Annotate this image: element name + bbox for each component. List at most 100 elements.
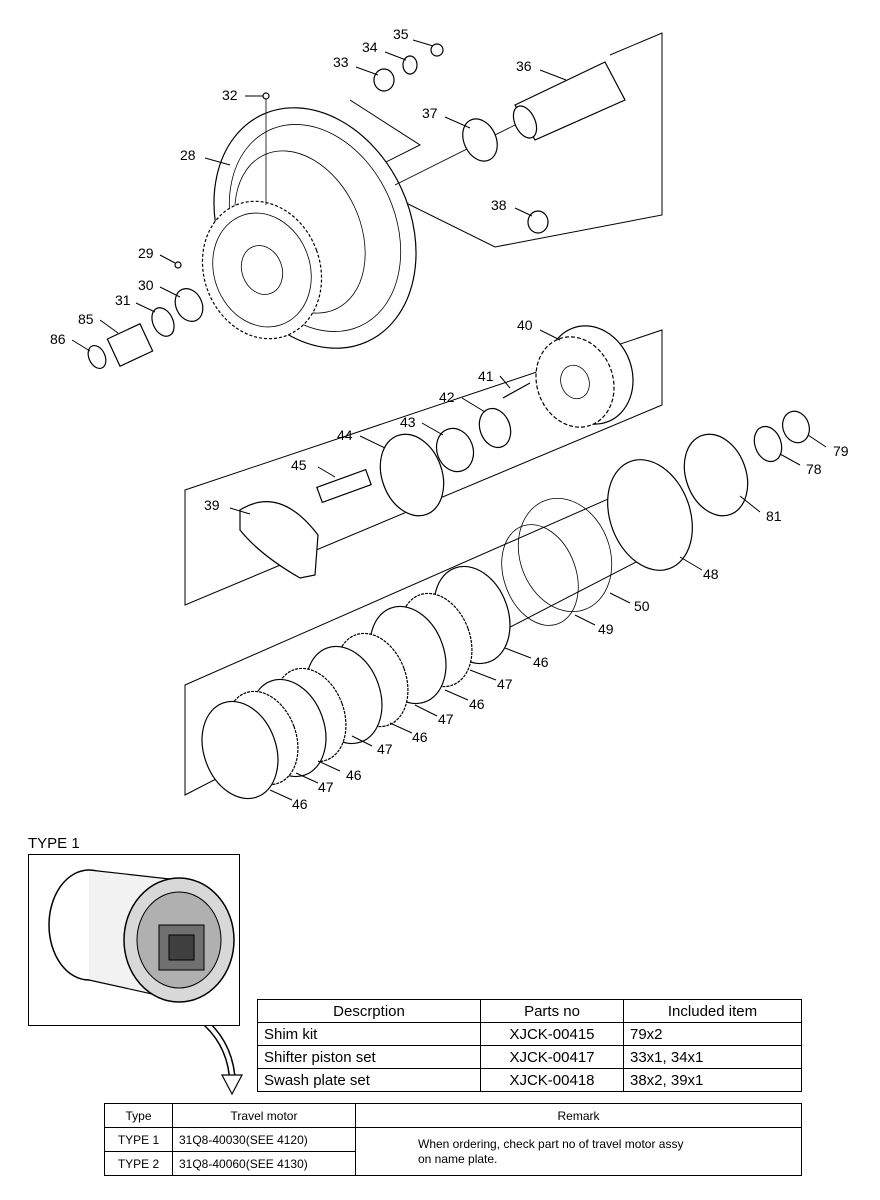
bearing-37 [462,118,498,162]
callout-43: 43 [400,414,416,430]
callout-33: 33 [333,54,349,70]
bushing-43 [435,427,475,473]
callout-37: 37 [422,105,438,121]
travel-motor-part: 31Q8-40030(SEE 4120) [172,1127,356,1152]
callout-47: 47 [497,676,513,692]
type-table-header: Type Travel motor Remark [104,1103,802,1128]
piston-33 [373,68,395,92]
callout-35: 35 [393,26,409,42]
type-name: TYPE 2 [104,1151,173,1176]
header-type: Type [104,1103,173,1128]
callout-79: 79 [833,443,849,459]
header-remark: Remark [355,1103,802,1128]
plate-81 [683,433,749,517]
travel-motor-photo [28,854,240,1026]
kit-parts-no: XJCK-00415 [480,1022,624,1046]
spring-41 [502,382,531,399]
remark-cell: When ordering, check part no of travel m… [355,1127,802,1176]
callout-78: 78 [806,461,822,477]
callout-38: 38 [491,197,507,213]
callout-47: 47 [377,741,393,757]
plate-44 [379,433,445,517]
ring-gear [201,200,323,340]
callout-41: 41 [478,368,494,384]
callout-46: 46 [346,767,362,783]
shaft-frame [389,32,663,248]
piston-45 [316,468,372,504]
table-row: TYPE 2 31Q8-40060(SEE 4130) [104,1151,802,1176]
kit-included-item: 79x2 [623,1022,802,1046]
bushing-85 [106,323,154,367]
snap-ring-31 [151,307,175,337]
middle-assembly-frame [184,329,663,606]
callout-81: 81 [766,508,782,524]
callout-39: 39 [204,497,220,513]
swash-plate-39 [239,501,319,579]
cylinder-block [535,325,634,428]
type-label: TYPE 1 [28,835,80,852]
friction-plate-stack [201,565,511,800]
callout-34: 34 [362,39,378,55]
o-ring-34 [402,55,418,75]
callout-30: 30 [138,277,154,293]
ring-42 [478,407,512,449]
callout-46: 46 [412,729,428,745]
bearing-78 [753,425,783,463]
table-row: Shifter piston set XJCK-00417 33x1, 34x1 [257,1045,802,1069]
callout-31: 31 [115,292,131,308]
kit-description: Swash plate set [257,1068,481,1092]
callout-47: 47 [318,779,334,795]
remark-line-2: on name plate. [418,1151,498,1166]
kit-description: Shim kit [257,1022,481,1046]
plug-35 [430,43,444,57]
leader-lines [71,39,827,801]
table-row: Swash plate set XJCK-00418 38x2, 39x1 [257,1068,802,1092]
kit-table: Descrption Parts no Included item Shim k… [257,999,802,1092]
kit-description: Shifter piston set [257,1045,481,1069]
pin-29 [174,261,182,269]
ring-79 [782,410,810,444]
kit-included-item: 38x2, 39x1 [623,1068,802,1092]
header-travel-motor: Travel motor [172,1103,356,1128]
remark-line-1: When ordering, check part no of travel m… [418,1136,684,1151]
travel-motor-part: 31Q8-40060(SEE 4130) [172,1151,356,1176]
callout-44: 44 [337,427,353,443]
callout-40: 40 [517,317,533,333]
kit-included-item: 33x1, 34x1 [623,1045,802,1069]
kit-table-header: Descrption Parts no Included item [257,999,802,1023]
callout-32: 32 [222,87,238,103]
callout-46: 46 [292,796,308,812]
table-row: Shim kit XJCK-00415 79x2 [257,1022,802,1046]
header-parts-no: Parts no [480,999,624,1023]
piston-48 [607,459,693,571]
header-included-item: Included item [623,999,802,1023]
drive-shaft [394,61,626,186]
header-description: Descrption [257,999,481,1023]
ring-50 [517,497,613,613]
kit-parts-no: XJCK-00418 [480,1068,624,1092]
kit-parts-no: XJCK-00417 [480,1045,624,1069]
callout-86: 86 [50,331,66,347]
type-table: Type Travel motor Remark TYPE 1 31Q8-400… [104,1103,802,1176]
callout-47: 47 [438,711,454,727]
callout-28: 28 [180,147,196,163]
seal-30 [174,288,204,322]
callout-labels: 35 34 33 36 32 37 28 38 29 30 31 85 86 4… [50,26,849,812]
callout-42: 42 [439,389,455,405]
callout-45: 45 [291,457,307,473]
pin-32 [262,92,270,100]
callout-85: 85 [78,311,94,327]
callout-36: 36 [516,58,532,74]
callout-46: 46 [469,696,485,712]
callout-50: 50 [634,598,650,614]
table-row: TYPE 1 31Q8-40030(SEE 4120) When orderin… [104,1127,802,1176]
ring-49 [501,524,579,626]
callout-29: 29 [138,245,154,261]
travel-motor-illustration [48,869,235,1003]
pin-38 [527,210,549,234]
callout-46: 46 [533,654,549,670]
callout-49: 49 [598,621,614,637]
ring-86 [87,345,107,369]
pointer-arrow-head [221,1074,243,1096]
